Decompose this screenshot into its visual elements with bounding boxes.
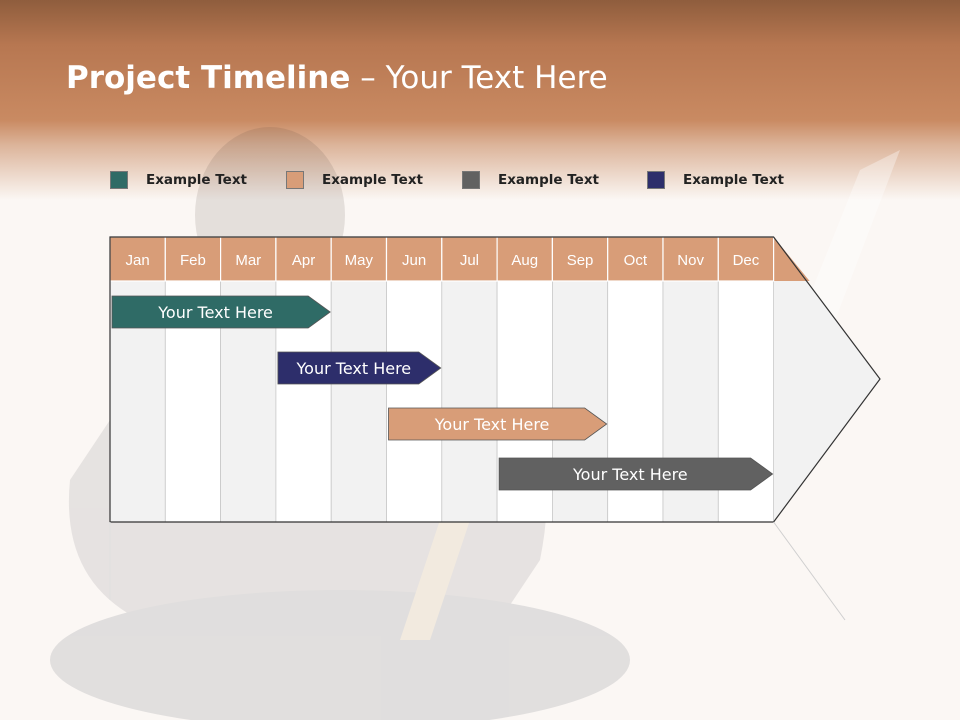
month-header-cell <box>717 236 775 282</box>
month-header-cell <box>330 236 388 282</box>
month-header-cell <box>662 236 719 282</box>
task-arrow <box>498 457 774 491</box>
slide-title: Project Timeline – Your Text Here <box>66 60 608 96</box>
month-label: Jul <box>460 252 479 269</box>
month-label: Sep <box>567 252 594 269</box>
month-header-cell <box>164 236 222 282</box>
month-header-cell <box>220 236 277 282</box>
legend-swatch <box>110 171 128 189</box>
timeline-outline <box>109 236 881 523</box>
legend-item-1: Example Text <box>110 170 247 190</box>
task-label: Your Text Here <box>296 359 412 378</box>
task-label: Your Text Here <box>434 415 550 434</box>
month-header-cell <box>385 236 443 282</box>
task-arrow <box>111 295 331 329</box>
arrow-head-header <box>773 237 810 281</box>
legend-label: Example Text <box>322 172 423 188</box>
month-label: Jan <box>126 252 150 269</box>
arrow-head-fill <box>773 237 880 522</box>
legend-label: Example Text <box>683 172 784 188</box>
task-arrow <box>277 351 442 385</box>
legend-item-3: Example Text <box>462 170 599 190</box>
legend-item-2: Example Text <box>286 170 423 190</box>
task-label: Your Text Here <box>157 303 273 322</box>
legend-label: Example Text <box>146 172 247 188</box>
title-rest: – Your Text Here <box>350 60 608 96</box>
task-label: Your Text Here <box>572 465 688 484</box>
legend-label: Example Text <box>498 172 599 188</box>
legend-swatch <box>647 171 665 189</box>
legend-swatch <box>286 171 304 189</box>
month-column <box>330 280 387 523</box>
legend-swatch <box>462 171 480 189</box>
month-label: Mar <box>235 252 261 269</box>
month-label: Jun <box>402 252 426 269</box>
month-label: Oct <box>624 252 648 269</box>
month-label: Nov <box>677 252 704 269</box>
month-column <box>441 280 498 523</box>
month-label: Feb <box>180 252 206 269</box>
month-label: Aug <box>511 252 538 269</box>
month-header-cell <box>496 236 554 282</box>
month-label: May <box>345 252 374 269</box>
month-header-cell <box>607 236 664 282</box>
legend-item-4: Example Text <box>647 170 784 190</box>
month-column <box>386 280 443 523</box>
timeline-reflection <box>773 521 846 621</box>
header-band <box>0 0 960 200</box>
title-bold: Project Timeline <box>66 60 351 96</box>
task-arrow <box>388 407 608 441</box>
month-label: Dec <box>733 252 760 269</box>
month-label: Apr <box>292 252 315 269</box>
